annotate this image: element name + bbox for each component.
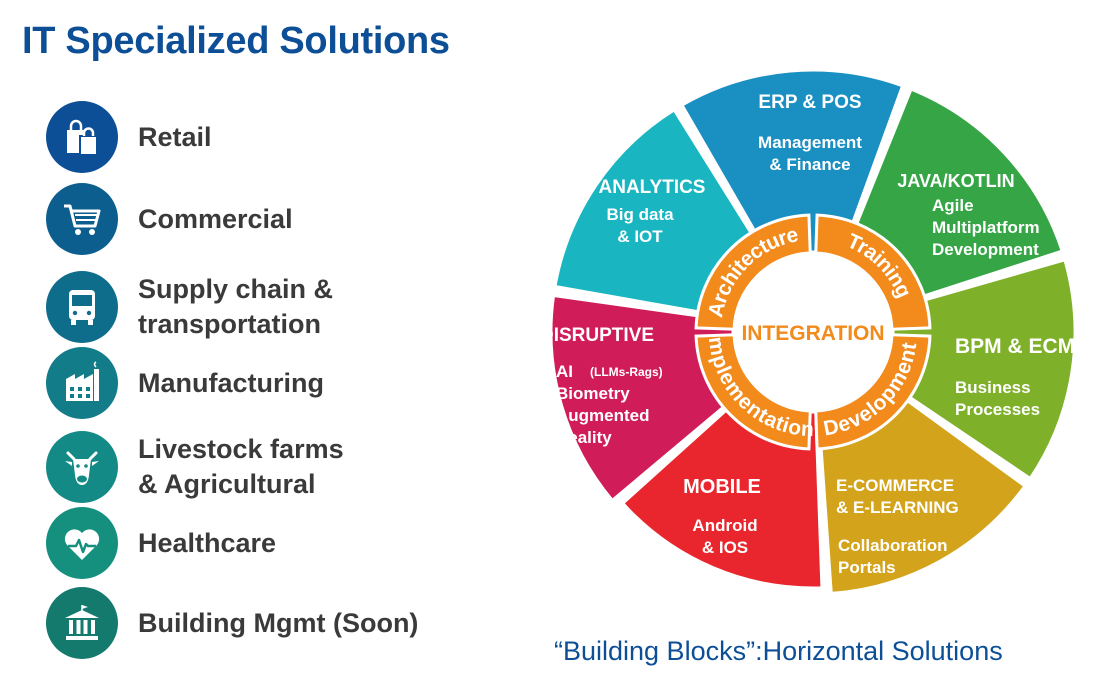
wheel-center-label: INTEGRATION: [741, 322, 884, 345]
heart-pulse-icon: [46, 507, 118, 579]
segment-line: & IOS: [702, 538, 748, 557]
wheel-center: [734, 253, 892, 411]
bus-icon: [46, 271, 118, 343]
sector-item-livestock: Livestock farms & Agricultural: [46, 430, 344, 504]
segment-line: Biometry: [556, 384, 630, 403]
segment-line: Reality: [556, 428, 612, 447]
sector-label: Healthcare: [138, 527, 277, 558]
footer-caption: “Building Blocks”:Horizontal Solutions: [554, 636, 1003, 666]
segment-title: ERP & POS: [758, 92, 861, 113]
sector-item-supply-chain: Supply chain & transportation: [46, 270, 333, 344]
solutions-wheel: ArchitectureTrainingDevelopmentImplement…: [520, 55, 1077, 595]
factory-icon: [46, 347, 118, 419]
segment-title: JAVA/KOTLIN: [897, 171, 1014, 191]
page-title: IT Specialized Solutions: [22, 20, 450, 62]
segment-line: & Finance: [769, 155, 850, 174]
segment-title: MOBILE: [683, 476, 761, 498]
sector-label: Supply chain & transportation: [138, 274, 334, 339]
segment-line: Business: [955, 378, 1031, 397]
sector-label: Retail: [138, 121, 212, 152]
sector-label: Commercial: [138, 203, 293, 234]
segment-title: & E-LEARNING: [836, 498, 959, 517]
segment-title: DISRUPTIVE: [540, 325, 654, 346]
segment-line: Agile: [932, 196, 974, 215]
sector-item-building: Building Mgmt (Soon): [46, 586, 418, 660]
segment-line: Processes: [955, 400, 1040, 419]
sector-label: Building Mgmt (Soon): [138, 607, 419, 638]
segment-title: BPM & ECM: [955, 335, 1075, 358]
shopping-bags-icon: [46, 101, 118, 173]
sector-item-healthcare: Healthcare: [46, 506, 276, 580]
segment-line-note: (LLMs-Rags): [590, 365, 663, 379]
segment-line: AI: [556, 362, 573, 381]
sector-label: Livestock farms & Agricultural: [138, 434, 344, 499]
shopping-cart-icon: [46, 183, 118, 255]
sector-label: Manufacturing: [138, 367, 324, 398]
segment-title: ANALYTICS: [599, 177, 706, 198]
building-icon: [46, 587, 118, 659]
sector-item-commercial: Commercial: [46, 182, 293, 256]
segment-line: Management: [758, 133, 862, 152]
segment-line: Big data: [606, 205, 674, 224]
segment-title: E-COMMERCE: [836, 476, 954, 495]
segment-line: Portals: [838, 558, 896, 577]
segment-line: Collaboration: [838, 536, 948, 555]
segment-line: Development: [932, 240, 1039, 259]
segment-line: Multiplatform: [932, 218, 1040, 237]
cow-icon: [46, 431, 118, 503]
segment-line: Android: [692, 516, 757, 535]
sector-item-retail: Retail: [46, 100, 212, 174]
segment-line: Augmented: [556, 406, 650, 425]
sector-item-manufacturing: Manufacturing: [46, 346, 324, 420]
segment-line: & IOT: [617, 227, 663, 246]
